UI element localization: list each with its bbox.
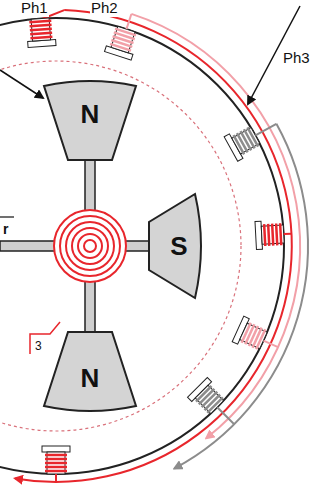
coil-lead: [284, 233, 292, 235]
callout-number: 3: [34, 340, 43, 353]
leader-line: [0, 216, 14, 217]
coil-lead: [263, 341, 278, 348]
phase-label: Ph1: [20, 0, 49, 17]
pole-shape: [44, 332, 136, 411]
rotor-pole: N: [42, 330, 138, 414]
phase-wire: [15, 10, 292, 482]
leader-line: [0, 70, 43, 98]
coil-winding: [45, 455, 67, 471]
coil-lead: [255, 124, 276, 136]
pole-letter: S: [170, 233, 187, 259]
stator-coil: [224, 112, 283, 162]
pole-shape: [149, 194, 201, 298]
coil-winding: [242, 323, 266, 350]
coil-lead: [217, 407, 234, 424]
stator-coil: [104, 10, 144, 60]
tooth: [232, 128, 260, 154]
pole-shoe: [42, 446, 70, 452]
rotor-pole: N: [42, 78, 138, 162]
coil-winding: [29, 21, 52, 38]
field-winding: [54, 210, 126, 282]
pole-letter: N: [81, 365, 100, 391]
stator-coil: [188, 378, 245, 435]
coil-lead: [126, 14, 131, 29]
field-winding: [72, 228, 108, 264]
stator-coil: [255, 220, 292, 250]
rotor-pole: S: [147, 192, 203, 300]
stator-coil: [26, 18, 56, 48]
field-winding: [84, 240, 96, 252]
coil-lead: [55, 474, 57, 482]
field-winding: [78, 234, 102, 258]
field-winding: [66, 222, 114, 270]
tooth: [240, 323, 267, 349]
field-winding: [60, 216, 120, 276]
phase-label: Ph2: [90, 0, 119, 17]
coil-winding: [264, 223, 281, 246]
flux-path: [0, 61, 241, 431]
coil-winding: [110, 29, 136, 51]
pole-shape: [44, 81, 136, 160]
part-label: r: [2, 222, 9, 237]
winding-lead: [30, 322, 60, 354]
phase-label: Ph3: [282, 50, 311, 67]
stator-coil: [42, 446, 70, 482]
stator-coil: [232, 316, 284, 360]
pole-letter: N: [81, 101, 100, 127]
tooth: [111, 26, 135, 52]
phase-wire: [131, 14, 300, 438]
coil-winding: [233, 127, 258, 154]
